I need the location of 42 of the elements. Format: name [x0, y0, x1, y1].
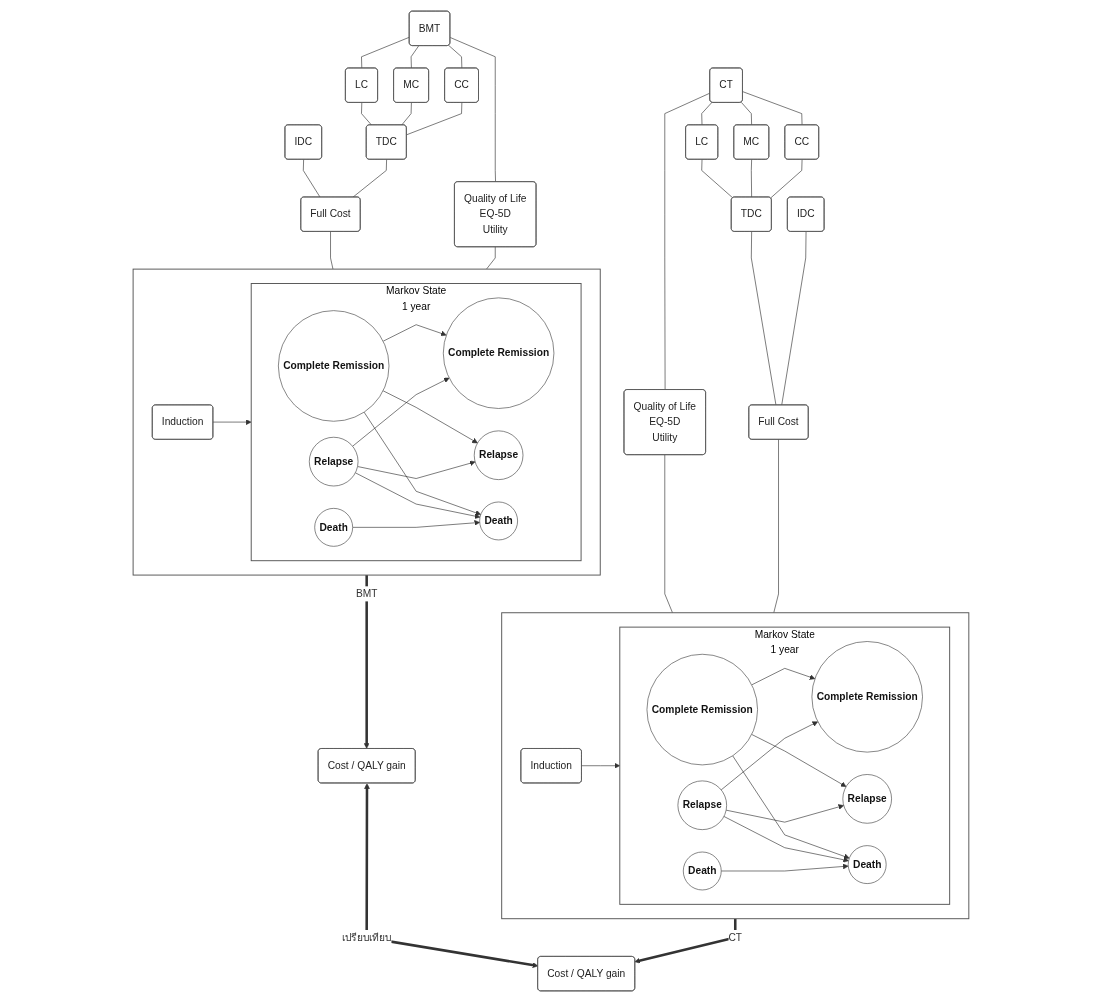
node-circle: Complete Remission [278, 309, 390, 422]
connector [401, 101, 412, 125]
arrow [634, 918, 737, 963]
node-circle: Complete Remission [811, 640, 923, 752]
connector [751, 158, 752, 198]
node-circle: Death [479, 501, 518, 540]
node-circle: Relapse [309, 436, 359, 486]
connector [406, 101, 463, 135]
connector [449, 36, 496, 182]
connector [330, 230, 334, 269]
connector [781, 230, 807, 405]
edge-label: BMT [355, 587, 378, 599]
cluster [132, 268, 601, 576]
arrow [363, 574, 370, 749]
node-circle: Complete Remission [646, 653, 758, 765]
connector [773, 438, 779, 613]
edge-label: CT [728, 931, 743, 943]
node-circle: Death [683, 851, 722, 890]
connector [664, 92, 711, 390]
connector [448, 44, 463, 69]
node-circle: Death [314, 507, 353, 547]
cluster [501, 611, 970, 919]
node-circle: Relapse [842, 773, 892, 824]
node-circle: Death [847, 844, 887, 884]
connector [751, 230, 777, 405]
arrow [364, 782, 539, 968]
node-circle: Complete Remission [443, 297, 555, 409]
connector [664, 453, 673, 613]
connector [701, 158, 734, 198]
edge-label: เปรียบเทียบ [341, 931, 392, 943]
connector [486, 245, 496, 269]
connector [770, 158, 803, 198]
connector [361, 101, 372, 125]
connector [410, 45, 419, 69]
connector [742, 90, 803, 125]
node-circle: Relapse [473, 430, 524, 480]
connector [352, 158, 387, 198]
connector [741, 101, 752, 125]
connector [361, 36, 410, 69]
connector [701, 101, 713, 125]
node-circle: Relapse [677, 780, 727, 830]
connector [303, 158, 321, 198]
